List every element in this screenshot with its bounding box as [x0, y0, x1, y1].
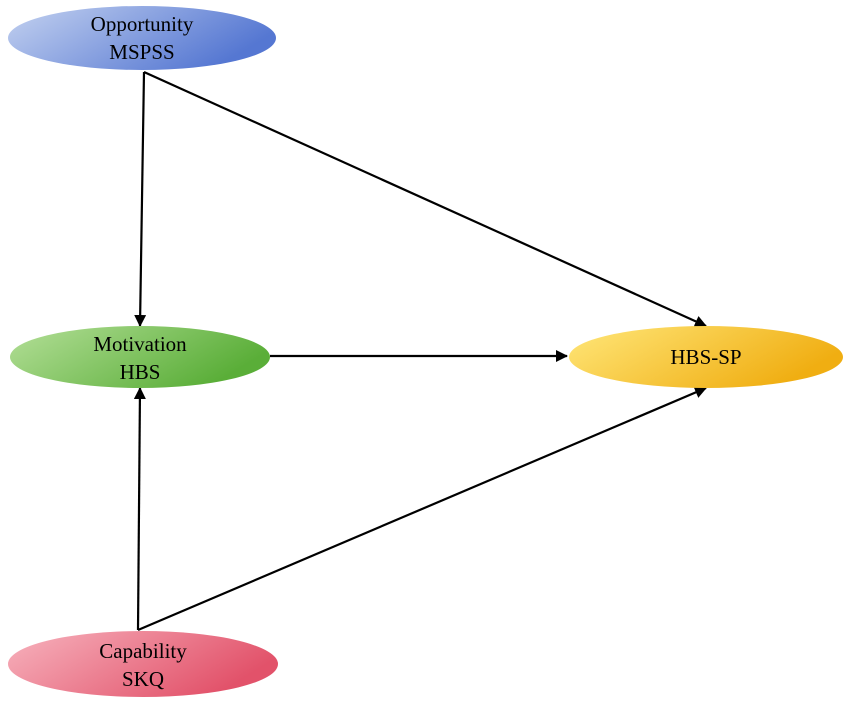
edge-capability-to-outcome	[137, 386, 707, 632]
node-capability-label-line2: SKQ	[122, 667, 164, 691]
edge-opportunity-to-motivation	[134, 71, 147, 327]
edge-capability-to-motivation	[133, 387, 146, 631]
edge-opportunity-to-outcome	[143, 70, 707, 328]
node-outcome: HBS-SP	[569, 326, 843, 388]
node-opportunity-label-line2: MSPSS	[109, 40, 174, 64]
node-opportunity-label-line1: Opportunity	[91, 12, 194, 36]
node-capability-shape	[8, 631, 278, 697]
node-outcome-shape	[569, 326, 843, 388]
node-motivation-label-line2: HBS	[120, 360, 161, 384]
node-capability: Capability SKQ	[8, 631, 278, 697]
node-capability-label-line1: Capability	[99, 639, 187, 663]
node-motivation-label-line1: Motivation	[93, 332, 187, 356]
node-motivation: Motivation HBS	[10, 326, 270, 388]
node-outcome-label: HBS-SP	[670, 345, 741, 369]
node-opportunity: Opportunity MSPSS	[8, 6, 276, 70]
node-opportunity-shape	[8, 6, 276, 70]
node-motivation-shape	[10, 326, 270, 388]
